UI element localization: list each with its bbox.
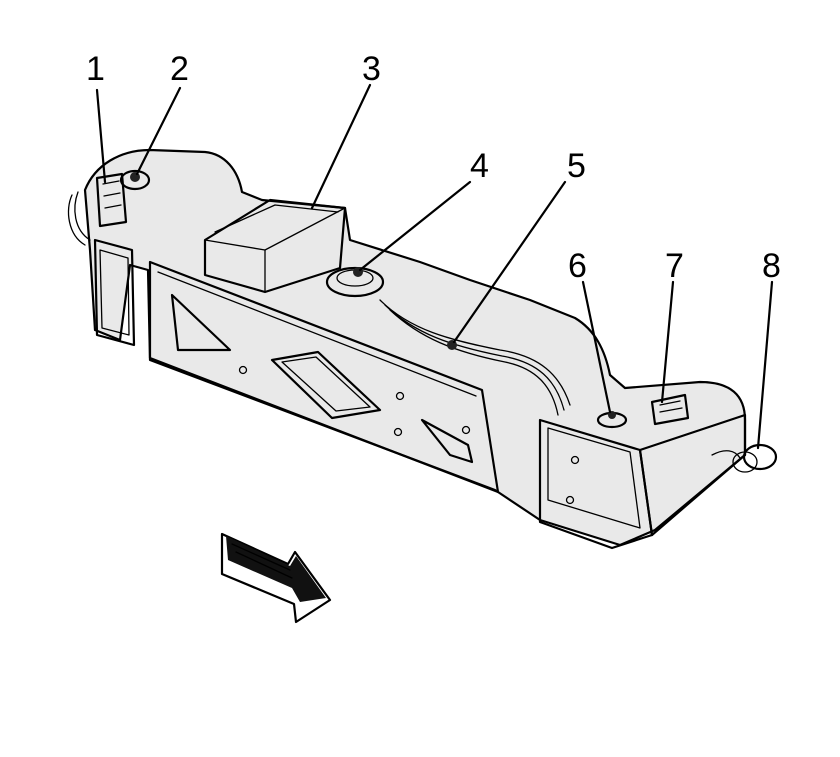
callout-6: 6 <box>568 247 587 285</box>
callout-2: 2 <box>170 50 189 88</box>
callout-4: 4 <box>470 147 489 185</box>
fuel-sender <box>325 266 385 298</box>
connector-7 <box>650 393 690 426</box>
skid-plate <box>148 260 500 494</box>
callout-5: 5 <box>567 147 586 185</box>
sensor-1 <box>95 172 128 228</box>
leader-lines <box>95 83 774 450</box>
valve-8 <box>711 443 778 473</box>
callouts: 1 2 3 4 5 6 7 8 <box>86 50 781 285</box>
evap-canister <box>203 198 347 294</box>
callout-1: 1 <box>86 50 105 88</box>
callout-3: 3 <box>362 50 381 88</box>
forward-direction-arrow-icon <box>220 532 332 624</box>
left-strap <box>67 191 136 347</box>
callout-8: 8 <box>762 247 781 285</box>
callout-7: 7 <box>665 247 684 285</box>
